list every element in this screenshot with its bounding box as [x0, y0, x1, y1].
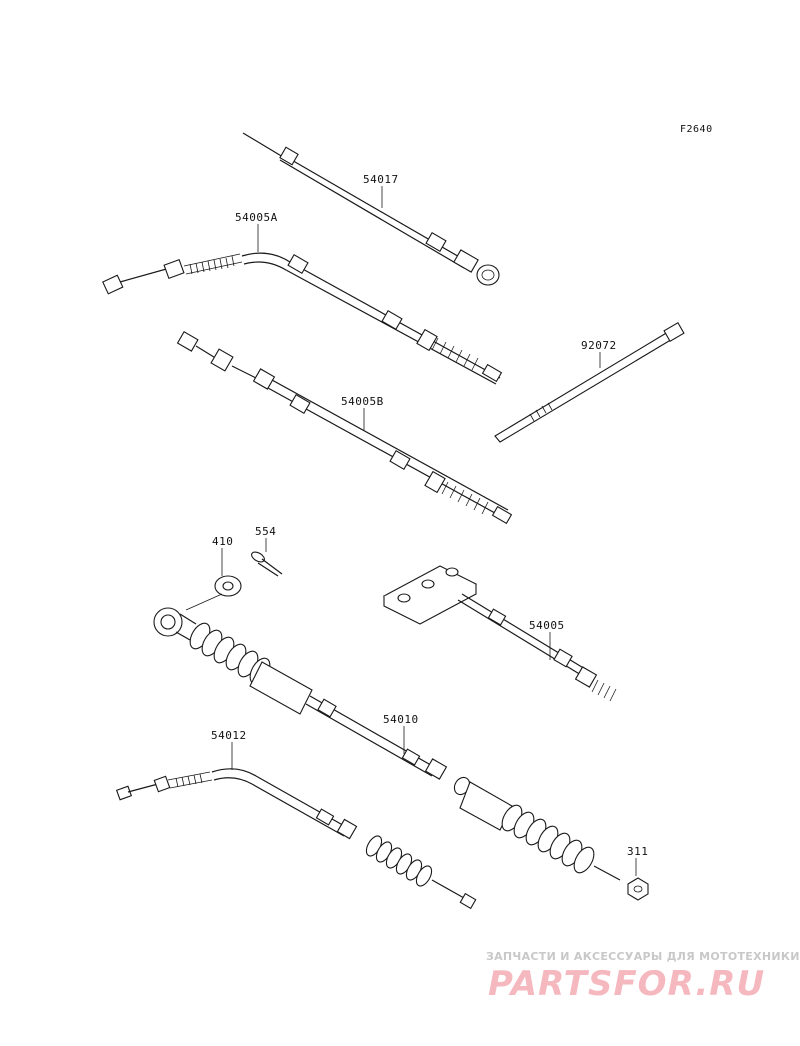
label-554[interactable]: 554 — [254, 525, 278, 538]
label-92072[interactable]: 92072 — [580, 339, 618, 352]
cable-54005 — [382, 565, 617, 702]
label-54005[interactable]: 54005 — [528, 619, 566, 632]
nut-311 — [627, 877, 649, 901]
label-311[interactable]: 311 — [626, 845, 650, 858]
cotter-pin-554 — [251, 551, 283, 577]
cable-54012 — [115, 768, 477, 910]
cable-tie-92072 — [494, 322, 685, 443]
label-54005b[interactable]: 54005B — [340, 395, 385, 408]
watermark-brand: PARTSFOR.RU — [488, 964, 766, 1004]
watermark-subtitle: ЗАПЧАСТИ И АКСЕССУАРЫ ДЛЯ МОТОТЕХНИКИ — [486, 950, 800, 963]
cable-54010 — [153, 607, 621, 881]
label-54017[interactable]: 54017 — [362, 173, 400, 186]
cable-54017 — [242, 132, 500, 286]
leader-410-to-cable — [185, 593, 223, 611]
label-54012[interactable]: 54012 — [210, 729, 248, 742]
washer-410 — [214, 575, 242, 597]
label-410[interactable]: 410 — [211, 535, 235, 548]
cable-54005a — [102, 252, 503, 385]
cable-54005b — [176, 331, 513, 525]
label-54010[interactable]: 54010 — [382, 713, 420, 726]
label-54005a[interactable]: 54005A — [234, 211, 279, 224]
figure-code: F2640 — [680, 124, 713, 135]
